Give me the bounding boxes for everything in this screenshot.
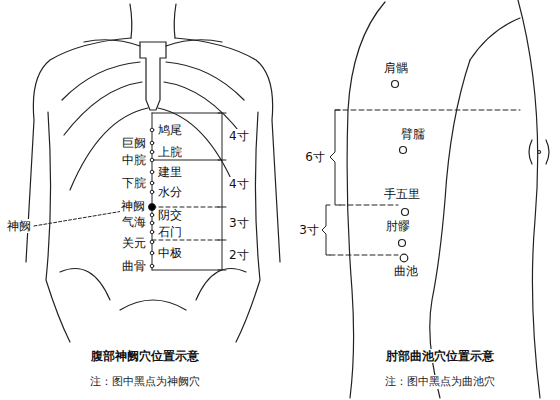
acupoint-dot	[150, 264, 154, 268]
shenque-dot	[149, 204, 156, 211]
pelvis-line	[60, 269, 110, 301]
grid-line	[152, 113, 222, 270]
nipple	[538, 151, 541, 154]
bracket	[322, 205, 330, 255]
dimension-label: 4寸	[228, 129, 250, 143]
acupoint-label: 建里	[157, 165, 183, 179]
note: 注：图中黑点为神阙穴	[89, 375, 201, 389]
acupoint-label: 巨阙	[121, 136, 147, 150]
acupoint-circles	[392, 81, 409, 262]
acupoint-dot	[150, 128, 154, 132]
acupoint-dot	[150, 190, 154, 194]
caption: 肘部曲池穴位置示意	[385, 349, 495, 363]
acupoint-dot	[150, 213, 154, 217]
acupoint-circle	[392, 81, 399, 88]
acupoint-dot	[150, 230, 154, 234]
dimension-label: 2寸	[228, 248, 250, 262]
torso-outline	[26, 4, 280, 342]
acupoint-label: 关元	[121, 236, 147, 250]
acupoint-circle	[402, 209, 409, 216]
rib-margin	[70, 108, 148, 190]
rib-line	[62, 62, 140, 100]
acupoint-circle	[399, 240, 406, 247]
dimension-label: 6寸	[304, 150, 326, 164]
dimension-label: 3寸	[228, 216, 250, 230]
acupoint-dot	[150, 181, 154, 185]
acupoint-label: 肘髎	[385, 219, 411, 233]
acupoint-dot	[150, 150, 154, 154]
reference-line	[335, 110, 520, 111]
acupoint-dot	[150, 251, 154, 255]
axilla-line	[470, 18, 520, 60]
clavicle	[84, 40, 140, 46]
quchi-circle	[400, 254, 408, 262]
reference-line	[340, 205, 398, 206]
acupoint-label: 肩髃	[383, 61, 409, 75]
acupoint-label: 神阙	[120, 199, 146, 213]
acupoint-label: 上脘	[157, 145, 183, 159]
acupoint-dot	[150, 141, 154, 145]
acupoint-dots	[149, 128, 156, 268]
caption: 腹部神阙穴位置示意	[90, 349, 200, 363]
rib-line	[64, 82, 142, 135]
measure-bracket	[322, 110, 520, 255]
acupoint-dot	[150, 221, 154, 225]
body-side	[46, 112, 70, 342]
arm-inner-line	[430, 60, 470, 398]
torso-side	[518, 0, 540, 398]
nipple	[546, 140, 549, 164]
acupoint-dot	[150, 240, 154, 244]
note: 注：图中黑点为曲池穴	[384, 375, 496, 389]
rib-margin	[158, 108, 236, 190]
acupoint-label: 下脘	[121, 176, 147, 190]
grid-line	[152, 240, 222, 241]
nipple	[529, 140, 532, 164]
acupoint-label: 水分	[157, 185, 183, 199]
shoulder-line	[175, 38, 280, 262]
clavicle	[166, 40, 222, 46]
acupoint-label: 鸠尾	[157, 123, 183, 137]
acupoint-label: 手五里	[383, 187, 421, 201]
acupoint-label: 曲池	[393, 264, 419, 278]
bracket	[330, 110, 340, 205]
measure-grid	[34, 113, 226, 270]
acupoint-label: 气海	[121, 215, 147, 229]
acupoint-dot	[150, 158, 154, 162]
sternum	[140, 42, 166, 110]
reference-line	[330, 255, 398, 256]
arm-outline	[347, 0, 549, 398]
acupoint-label: 石门	[157, 225, 183, 239]
shoulder-line	[26, 38, 131, 262]
pelvis-line	[196, 269, 246, 301]
acupoint-dot	[150, 170, 154, 174]
acupoint-label: 曲骨	[121, 259, 147, 273]
dimension-label: 4寸	[228, 177, 250, 191]
rib-line	[166, 62, 244, 100]
neck-line	[130, 4, 132, 38]
acupoint-label: 臂臑	[400, 127, 426, 141]
pelvis-line	[120, 300, 186, 310]
bracket-tick	[218, 113, 226, 270]
callout-label: 神阙	[6, 219, 32, 233]
neck-line	[174, 4, 176, 38]
acupoint-circle	[400, 147, 407, 154]
arm-outer-line	[347, 2, 385, 398]
acupoint-label: 中脘	[121, 153, 147, 167]
acupoint-label: 中极	[157, 246, 183, 260]
grid-line	[152, 160, 222, 161]
dimension-label: 3寸	[298, 223, 320, 237]
acupoint-label: 阴交	[157, 208, 183, 222]
